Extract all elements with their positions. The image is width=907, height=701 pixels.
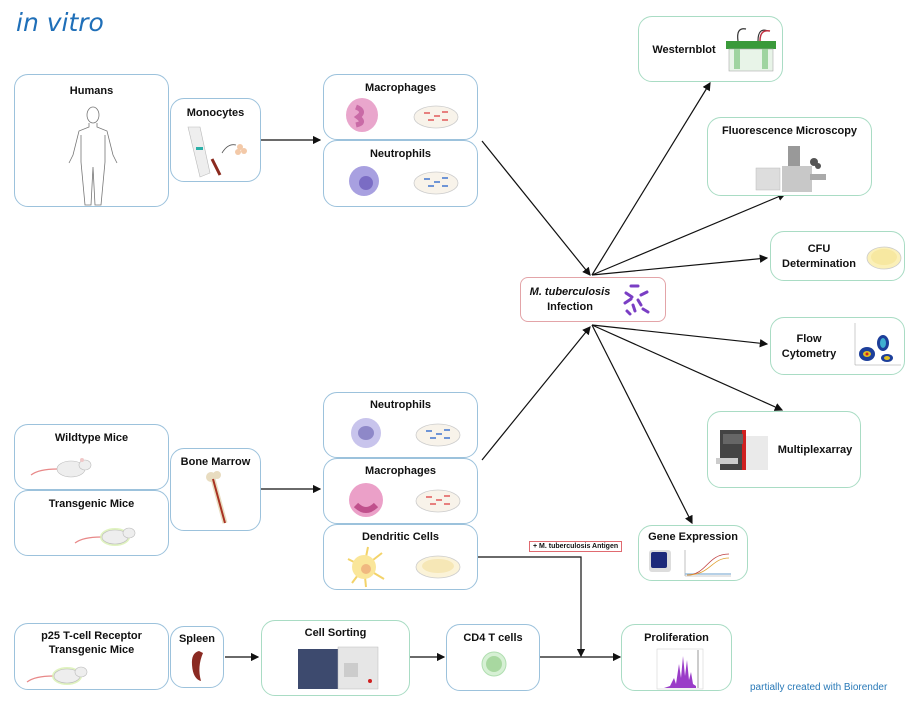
page-title: in vitro: [16, 8, 104, 37]
cfu-box: CFU Determination: [770, 231, 905, 281]
human-macrophages-box: Macrophages: [323, 74, 478, 140]
transgenic-mice-label: Transgenic Mice: [48, 498, 135, 510]
agar-plate-icon: [866, 246, 902, 270]
cd4-label: CD4 T cells: [463, 632, 523, 644]
infection-label: Infection: [547, 301, 593, 313]
mouse-neutrophils-label: Neutrophils: [369, 399, 432, 411]
bacteria-icon: [623, 284, 650, 316]
blood-draw-icon: [187, 126, 247, 178]
mouse-macrophages-label: Macrophages: [365, 465, 436, 477]
humans-label: Humans: [69, 85, 114, 97]
proliferation-box: Proliferation: [621, 624, 732, 691]
monocytes-label: Monocytes: [186, 107, 245, 119]
neutrophil-cell-icon: [351, 418, 461, 448]
p25-label-line1: p25 T-cell Receptor: [41, 630, 142, 642]
arrow-to-multiplex: [591, 324, 784, 411]
gene-expression-label: Gene Expression: [648, 531, 738, 543]
antigen-tag: + M. tuberculosis Antigen: [529, 541, 623, 552]
neutrophil-cell-icon: [349, 166, 459, 196]
arrow-human-cells-to-infection: [481, 140, 591, 276]
dendritic-cells-label: Dendritic Cells: [361, 531, 440, 543]
arrow-to-cfu: [591, 254, 769, 276]
flow-label-line2: Cytometry: [781, 348, 837, 360]
arrow-to-westernblot: [591, 81, 711, 276]
cell-sorting-label: Cell Sorting: [304, 627, 367, 639]
human-macrophages-label: Macrophages: [365, 82, 436, 94]
spleen-icon: [191, 651, 203, 681]
bone-marrow-box: Bone Marrow: [170, 448, 261, 531]
human-neutrophils-label: Neutrophils: [369, 148, 432, 160]
arrow-to-fluorescence: [591, 192, 787, 276]
cd4-box: CD4 T cells: [446, 624, 540, 691]
dendritic-cells-box: Dendritic Cells: [323, 524, 478, 590]
proliferation-label: Proliferation: [644, 632, 709, 644]
westernblot-label: Westernblot: [652, 44, 716, 56]
monocytes-box: Monocytes: [170, 98, 261, 182]
multiplex-analyzer-icon: [716, 430, 768, 470]
mouse-icon: [30, 458, 92, 478]
human-figure-icon: [68, 106, 118, 206]
spleen-label: Spleen: [178, 633, 216, 645]
transgenic-mouse-icon: [26, 666, 88, 685]
wildtype-mice-label: Wildtype Mice: [54, 432, 129, 444]
flow-label-line1: Flow: [796, 333, 822, 345]
microscope-icon: [755, 146, 826, 192]
flow-plot-icon: [854, 323, 901, 366]
gel-electrophoresis-icon: [726, 28, 776, 72]
mouse-neutrophils-box: Neutrophils: [323, 392, 478, 458]
arrow-to-flow: [591, 324, 769, 348]
p25-label-line2: Transgenic Mice: [48, 644, 135, 656]
mouse-macrophages-box: Macrophages: [323, 458, 478, 524]
t-cell-icon: [481, 651, 507, 677]
macrophage-cell-icon: [349, 483, 461, 517]
proliferation-histogram-icon: [656, 648, 704, 690]
wildtype-mice-box: Wildtype Mice: [14, 424, 169, 490]
fluorescence-label: Fluorescence Microscopy: [721, 125, 858, 137]
cfu-label-line2: Determination: [782, 258, 856, 270]
arrow-mouse-cells-to-infection: [481, 326, 591, 461]
humans-box: Humans: [14, 74, 169, 207]
p25-mice-box: p25 T-cell Receptor Transgenic Mice: [14, 623, 169, 690]
arrow-dc-to-proliferation: [478, 556, 586, 658]
fluorescence-box: Fluorescence Microscopy: [707, 117, 872, 196]
bone-marrow-label: Bone Marrow: [180, 456, 251, 468]
spleen-box: Spleen: [170, 626, 224, 688]
flow-cytometry-box: Flow Cytometry: [770, 317, 905, 375]
arrow-to-gene-expression: [591, 324, 693, 525]
cell-sorting-box: Cell Sorting: [261, 620, 410, 696]
cell-sorter-icon: [298, 646, 379, 690]
gene-expression-box: Gene Expression: [638, 525, 748, 581]
bone-icon: [206, 471, 228, 524]
cfu-label-line1: CFU: [807, 243, 831, 255]
multiplex-label: Multiplexarray: [777, 444, 853, 456]
westernblot-box: Westernblot: [638, 16, 783, 82]
infection-box: M. tuberculosis Infection: [520, 277, 666, 322]
qpcr-icon: [649, 550, 731, 577]
human-neutrophils-box: Neutrophils: [323, 140, 478, 207]
infection-species-label: M. tuberculosis: [529, 286, 611, 298]
dendritic-cell-icon: [347, 546, 461, 588]
multiplex-box: Multiplexarray: [707, 411, 861, 488]
transgenic-mice-box: Transgenic Mice: [14, 490, 169, 556]
transgenic-mouse-icon: [74, 527, 136, 546]
credit-text: partially created with Biorender: [750, 682, 888, 693]
macrophage-cell-icon: [346, 98, 459, 132]
